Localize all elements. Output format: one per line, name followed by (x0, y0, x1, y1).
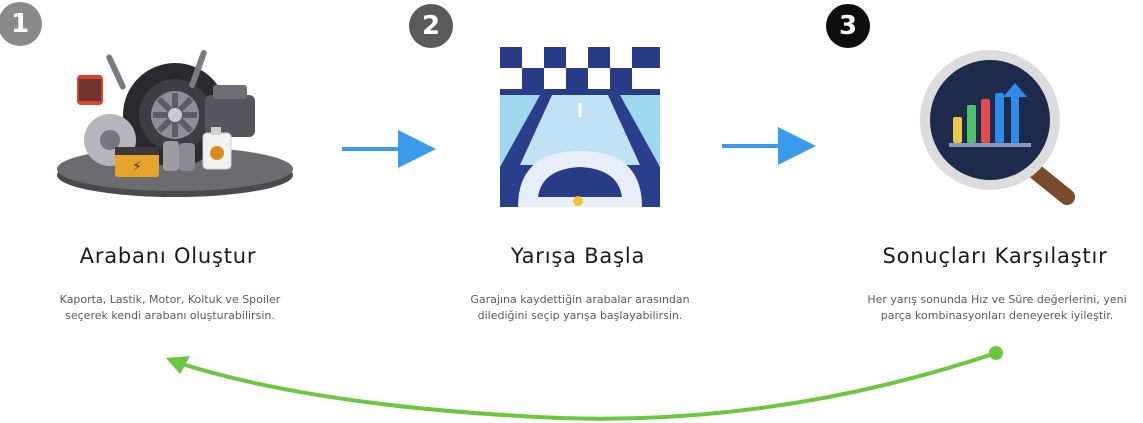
step-1-description-line-2: seçerek kendi arabanı oluşturabilirsin. (65, 309, 275, 322)
step-2-number-badge: 2 (409, 4, 453, 48)
step-3-description-line-2: parça kombinasyonları deneyerek iyileşti… (880, 309, 1114, 322)
results-chart-magnifier-icon (920, 50, 1075, 205)
flow-arrow-2-to-3 (722, 127, 816, 165)
step-2-description-line-1: Garajına kaydettiğin arabalar arasından (470, 293, 690, 306)
race-track-icon (500, 47, 660, 207)
step-2-description-line-2: dilediğini seçip yarışa başlayabilirsin. (477, 309, 683, 322)
step-1-title: Arabanı Oluştur (79, 244, 257, 268)
flow-arrow-1-to-2 (342, 130, 436, 168)
step-3-number-badge: 3 (826, 4, 870, 48)
step-1-number-badge: 1 (0, 2, 42, 46)
step-3-description: Her yarış sonunda Hız ve Süre değerlerin… (847, 292, 1143, 324)
step-2-description: Garajına kaydettiğin arabalar arasından … (430, 292, 730, 324)
step-3-description-line-1: Her yarış sonunda Hız ve Süre değerlerin… (867, 293, 1127, 306)
step-1-description-line-1: Kaporta, Lastik, Motor, Koltuk ve Spoile… (59, 293, 281, 306)
car-parts-icon: ⚡ (57, 50, 293, 197)
step-1-description: Kaporta, Lastik, Motor, Koltuk ve Spoile… (20, 292, 320, 324)
svg-text:⚡: ⚡ (132, 159, 142, 175)
step-2-title: Yarışa Başla (510, 244, 646, 268)
step-3-title: Sonuçları Karşılaştır (882, 244, 1108, 268)
